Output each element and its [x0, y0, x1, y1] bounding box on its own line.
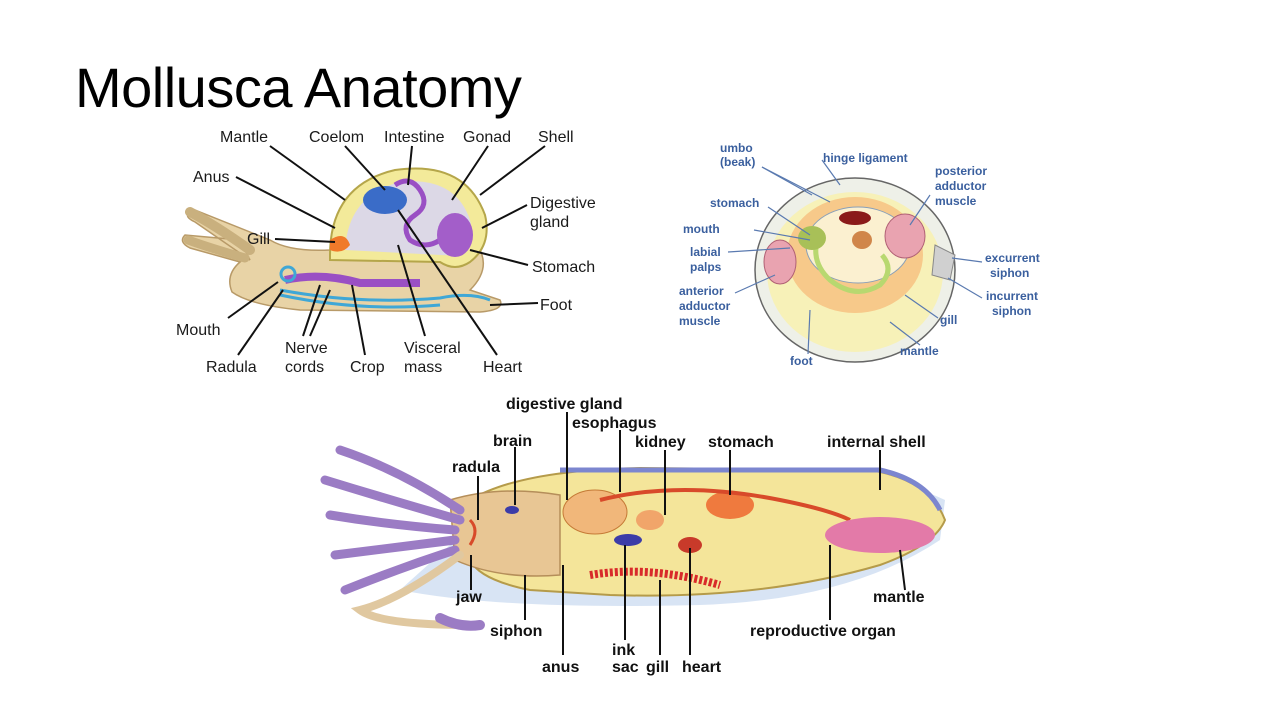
squid-gill	[589, 567, 722, 589]
snail-leader-lines	[227, 145, 546, 356]
clam-siphon	[931, 244, 956, 281]
clam-leader-lines	[727, 159, 983, 355]
squid-label-brain: brain	[493, 433, 532, 450]
clam-diagram: umbo (beak) hinge ligament posterior add…	[679, 141, 1040, 368]
snail-tentacle	[183, 235, 250, 263]
clam-label-umbo-1: umbo	[720, 141, 753, 155]
clam-label-labial-1: labial	[690, 245, 721, 259]
snail-coelom	[363, 186, 407, 214]
squid-reproductive-organ	[825, 517, 935, 553]
snail-intestine	[393, 178, 442, 248]
squid-label-internal-shell: internal shell	[827, 434, 926, 451]
snail-label-nerve-2: cords	[285, 359, 324, 376]
snail-label-foot: Foot	[540, 297, 573, 314]
squid-label-ink-1: ink	[612, 642, 635, 659]
clam-label-incurrent-2: siphon	[992, 304, 1031, 318]
snail-label-digestive-1: Digestive	[530, 195, 596, 212]
squid-label-anus: anus	[542, 659, 579, 676]
clam-label-umbo-2: (beak)	[720, 155, 755, 169]
squid-label-radula: radula	[452, 459, 500, 476]
snail-label-visceral-1: Visceral	[404, 340, 461, 357]
snail-label-digestive-2: gland	[530, 214, 569, 231]
snail-tentacle	[185, 207, 255, 255]
clam-label-posterior-3: muscle	[935, 194, 977, 208]
squid-diagram: digestive gland esophagus brain kidney s…	[320, 396, 947, 676]
clam-label-anterior-3: muscle	[679, 314, 721, 328]
clam-label-anterior-1: anterior	[679, 284, 724, 298]
squid-esophagus	[599, 488, 851, 522]
snail-label-visceral-2: mass	[404, 359, 442, 376]
clam-label-gill: gill	[940, 313, 957, 327]
squid-label-siphon: siphon	[490, 623, 542, 640]
squid-label-mantle: mantle	[873, 589, 925, 606]
snail-gill	[330, 236, 350, 252]
snail-label-mantle: Mantle	[220, 129, 268, 146]
squid-label-kidney: kidney	[635, 434, 686, 451]
page-title: Mollusca Anatomy	[75, 56, 522, 119]
squid-label-gill: gill	[646, 659, 669, 676]
snail-label-heart: Heart	[483, 359, 523, 376]
clam-label-hinge: hinge ligament	[823, 151, 908, 165]
squid-kidney	[636, 510, 664, 530]
snail-label-intestine: Intestine	[384, 129, 445, 146]
snail-label-gill: Gill	[247, 231, 270, 248]
squid-heart	[678, 537, 702, 553]
clam-kidney	[852, 231, 872, 249]
squid-digestive-gland	[562, 489, 628, 535]
squid-stomach	[706, 491, 754, 519]
snail-stomach	[437, 213, 473, 257]
squid-leader-lines	[470, 412, 906, 655]
clam-label-excurrent-2: siphon	[990, 266, 1029, 280]
snail-label-coelom: Coelom	[309, 129, 364, 146]
snail-label-nerve-1: Nerve	[285, 340, 328, 357]
snail-nerve-cord	[279, 288, 491, 302]
snail-diagram: Mantle Coelom Intestine Gonad Shell Anus…	[176, 129, 596, 376]
squid-label-jaw: jaw	[455, 589, 482, 606]
clam-label-excurrent-1: excurrent	[985, 251, 1040, 265]
clam-intestine	[813, 231, 891, 294]
squid-label-stomach: stomach	[708, 434, 774, 451]
clam-anterior-adductor	[763, 239, 797, 285]
snail-label-radula: Radula	[206, 359, 257, 376]
snail-label-shell: Shell	[538, 129, 574, 146]
clam-heart	[839, 211, 871, 225]
clam-posterior-adductor	[884, 213, 926, 259]
squid-label-ink-2: sac	[612, 659, 639, 676]
squid-brain	[505, 506, 519, 514]
squid-label-reproductive-organ: reproductive organ	[750, 623, 896, 640]
snail-label-gonad: Gonad	[463, 129, 511, 146]
snail-label-mouth: Mouth	[176, 322, 220, 339]
squid-label-digestive-gland: digestive gland	[506, 396, 622, 413]
clam-label-mantle: mantle	[900, 344, 939, 358]
squid-label-heart: heart	[682, 659, 722, 676]
squid-head	[449, 490, 561, 577]
snail-label-crop: Crop	[350, 359, 385, 376]
clam-label-foot: foot	[790, 354, 813, 368]
clam-label-labial-2: palps	[690, 260, 722, 274]
clam-label-posterior-2: adductor	[935, 179, 987, 193]
snail-ganglion	[279, 265, 297, 283]
snail-nerve-cord	[279, 293, 441, 309]
squid-arms	[320, 445, 485, 631]
snail-label-anus: Anus	[193, 169, 229, 186]
clam-label-posterior-1: posterior	[935, 164, 987, 178]
squid-radula	[468, 518, 477, 546]
clam-label-incurrent-1: incurrent	[986, 289, 1038, 303]
squid-ink-sac	[614, 534, 642, 546]
squid-label-esophagus: esophagus	[572, 415, 657, 432]
snail-label-stomach: Stomach	[532, 259, 595, 276]
clam-label-stomach: stomach	[710, 196, 759, 210]
clam-label-mouth: mouth	[683, 222, 720, 236]
clam-label-anterior-2: adductor	[679, 299, 731, 313]
